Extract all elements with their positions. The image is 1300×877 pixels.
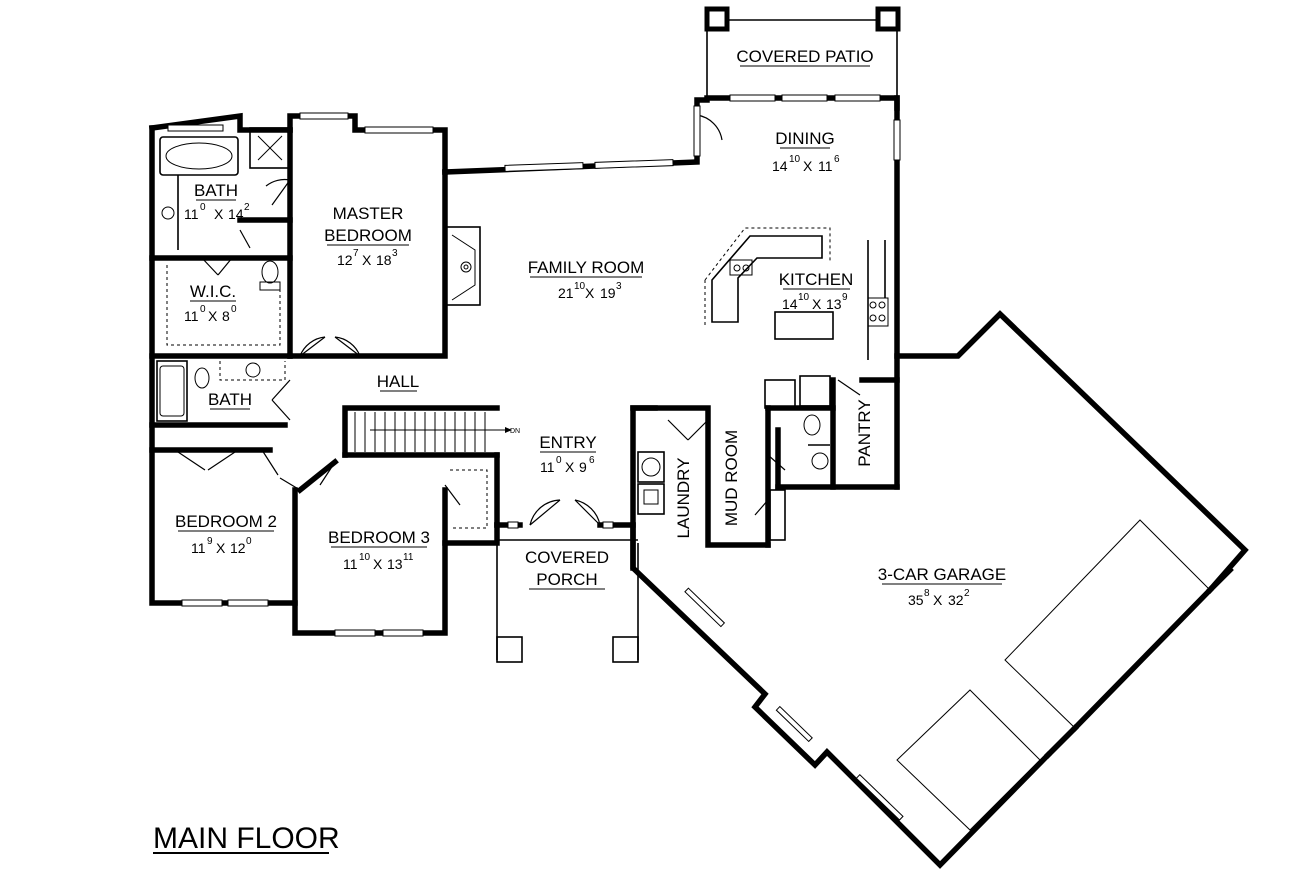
svg-text:32: 32: [948, 592, 964, 608]
main-floor-title: MAIN FLOOR: [153, 822, 340, 855]
patio-post-left: [704, 6, 730, 32]
label-underlines: [178, 65, 1002, 590]
svg-text:14: 14: [782, 296, 798, 312]
svg-text:3: 3: [616, 281, 622, 292]
svg-text:11: 11: [343, 556, 358, 572]
family-room-label: FAMILY ROOM: [528, 258, 645, 277]
plan-title: MAIN FLOOR: [153, 822, 340, 855]
stair-down-label: DN: [510, 428, 520, 435]
svg-text:14: 14: [228, 206, 244, 222]
svg-text:10: 10: [359, 552, 371, 563]
pantry-label: PANTRY: [855, 399, 874, 466]
bedroom-2-dimensions: 11 9 X 12 0: [191, 536, 252, 556]
svg-text:35: 35: [908, 592, 924, 608]
master-bedroom-dimensions: 12 7 X 18 3: [337, 248, 398, 268]
svg-text:14: 14: [772, 158, 788, 174]
svg-text:10: 10: [789, 154, 801, 165]
interior-walls: [149, 127, 900, 606]
exterior-walls: [148, 95, 1249, 869]
svg-text:9: 9: [579, 459, 587, 475]
svg-text:3: 3: [392, 248, 398, 259]
svg-text:X: X: [373, 556, 383, 572]
svg-text:X: X: [362, 252, 372, 268]
svg-text:X: X: [208, 308, 218, 324]
garage-doors: [896, 519, 1234, 831]
svg-text:10: 10: [574, 281, 586, 292]
svg-text:X: X: [803, 158, 813, 174]
family-room-dimensions: 21 10 X 19 3: [558, 281, 622, 301]
svg-text:11: 11: [818, 158, 833, 174]
hall-label: HALL: [377, 372, 420, 391]
svg-text:0: 0: [556, 455, 562, 466]
entry-dimensions: 11 0 X 9 6: [540, 455, 595, 475]
bedroom-3-dimensions: 11 10 X 13 11: [343, 552, 414, 572]
covered-porch-label-2: PORCH: [536, 570, 597, 589]
svg-text:12: 12: [337, 252, 353, 268]
svg-text:0: 0: [246, 536, 252, 547]
svg-text:0: 0: [231, 304, 237, 315]
svg-text:8: 8: [222, 308, 230, 324]
svg-text:11: 11: [184, 308, 199, 324]
room-labels: COVERED PATIO DINING 14 10 X 11 6 BATH 1…: [175, 47, 1006, 608]
svg-text:19: 19: [600, 285, 616, 301]
svg-text:9: 9: [842, 292, 848, 303]
hall-bath-label: BATH: [208, 390, 252, 409]
svg-text:9: 9: [207, 536, 213, 547]
svg-text:X: X: [812, 296, 822, 312]
covered-porch-structure: [496, 539, 639, 663]
svg-text:11: 11: [184, 206, 199, 222]
wic-label: W.I.C.: [190, 282, 236, 301]
svg-text:21: 21: [558, 285, 574, 301]
svg-text:13: 13: [826, 296, 842, 312]
svg-text:0: 0: [200, 304, 206, 315]
master-bath-label: BATH: [194, 181, 238, 200]
patio-post-right: [875, 6, 901, 32]
svg-text:X: X: [585, 285, 595, 301]
svg-text:X: X: [565, 459, 575, 475]
covered-patio-structure: [704, 6, 901, 98]
svg-text:12: 12: [230, 540, 246, 556]
covered-patio-label: COVERED PATIO: [736, 47, 873, 66]
master-tub: [159, 136, 239, 176]
kitchen-label: KITCHEN: [779, 270, 854, 289]
dining-dimensions: 14 10 X 11 6: [772, 154, 840, 174]
bedroom-3-label: BEDROOM 3: [328, 528, 430, 547]
svg-text:X: X: [214, 206, 224, 222]
fixtures: [156, 127, 889, 541]
svg-text:8: 8: [924, 588, 930, 599]
stair: [354, 412, 512, 452]
svg-text:10: 10: [798, 292, 810, 303]
svg-text:11: 11: [540, 459, 555, 475]
svg-text:11: 11: [403, 552, 414, 563]
dining-label: DINING: [775, 129, 835, 148]
svg-text:13: 13: [387, 556, 403, 572]
svg-text:2: 2: [244, 202, 250, 213]
doors: [177, 105, 861, 526]
svg-text:0: 0: [200, 202, 206, 213]
kitchen-dimensions: 14 10 X 13 9: [782, 292, 848, 312]
svg-text:7: 7: [353, 248, 359, 259]
svg-text:11: 11: [191, 540, 206, 556]
svg-text:X: X: [933, 592, 943, 608]
svg-text:18: 18: [376, 252, 392, 268]
svg-text:2: 2: [964, 588, 970, 599]
svg-text:X: X: [216, 540, 226, 556]
master-bedroom-label-2: BEDROOM: [324, 226, 412, 245]
master-bedroom-label-1: MASTER: [333, 204, 404, 223]
laundry-label: LAUNDRY: [674, 458, 693, 539]
svg-text:6: 6: [834, 154, 840, 165]
wic-dimensions: 11 0 X 8 0: [184, 304, 237, 324]
covered-porch-label-1: COVERED: [525, 548, 609, 567]
entry-label: ENTRY: [539, 433, 596, 452]
windows: [167, 94, 904, 821]
bedroom-2-label: BEDROOM 2: [175, 512, 277, 531]
garage-dimensions: 35 8 X 32 2: [908, 588, 970, 608]
mud-room-label: MUD ROOM: [722, 430, 741, 526]
garage-label: 3-CAR GARAGE: [878, 565, 1006, 584]
master-bath-dimensions: 11 0 X 14 2: [184, 202, 250, 222]
svg-text:6: 6: [589, 455, 595, 466]
